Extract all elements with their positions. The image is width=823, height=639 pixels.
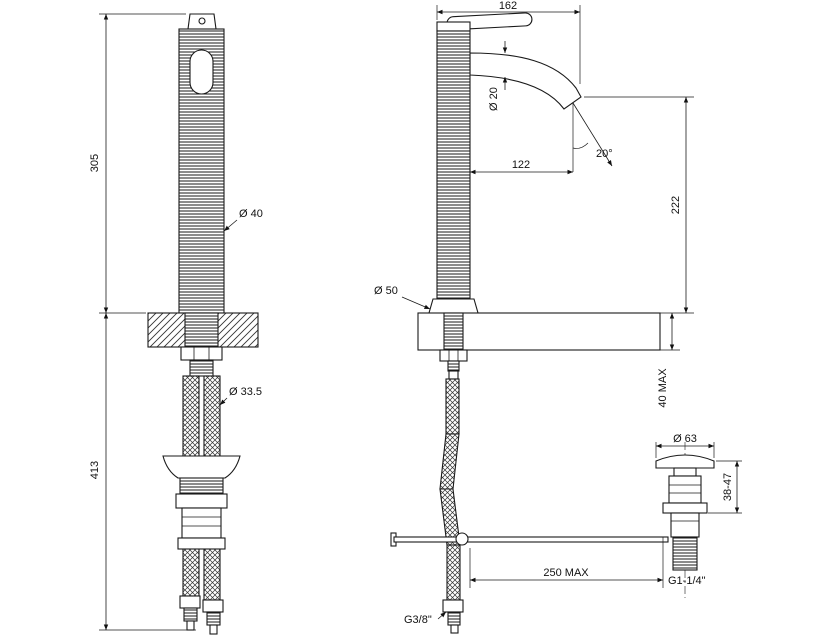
dim-label-222: 222 [670,196,682,214]
water-stream: 20° [572,102,613,172]
popup-rod [390,532,669,547]
leader-line [223,219,238,232]
mounting-nut-side [439,349,468,362]
dim-label-g1-14: G1-1/4" [668,575,706,587]
side-view: 20° [374,0,742,634]
angle-arc [572,142,589,149]
drain-collar [179,477,224,495]
dim-spout-height: 222 [584,96,694,314]
dim-body-diameter: Ø 40 [223,208,263,232]
faucet-top-cap-side [436,21,471,32]
front-view: 305 413 Ø 40 Ø 33.5 [89,13,263,635]
leader-line [401,296,431,310]
drain-flare [162,455,241,479]
dim-base-diameter: Ø 50 [374,285,431,310]
dim-hose-diameter: Ø 33.5 [219,386,262,406]
dim-spout-diameter: Ø 20 [488,41,508,111]
threaded-shank [184,312,219,348]
drain-upper-body [668,475,702,504]
fitting-thread [206,611,221,626]
dim-label-122: 122 [512,159,530,171]
hose-fittings-front [179,595,224,635]
hose-connector [448,370,459,380]
dim-label-250max: 250 MAX [543,567,589,579]
dim-label-40max: 40 MAX [657,368,669,408]
leader-line [437,611,447,620]
faucet-body-side [436,30,471,314]
label-hose-thread: G3/8" [404,611,447,626]
fitting-thread-side [447,611,461,626]
fitting-tip [209,624,218,635]
dim-drain-offset: 250 MAX [469,537,664,588]
dim-label-38-47: 38-47 [722,473,734,501]
rod [393,536,669,543]
dim-counter-thickness: 40 MAX [657,313,680,408]
drain-flange [177,537,226,550]
faucet-front [178,13,225,314]
dim-drain-height-range: 38-47 [708,460,742,514]
countertop-front [147,312,259,377]
dim-height-above-counter: 305 [89,13,186,314]
shank-stem-side [447,360,460,372]
dim-label-d40: Ø 40 [239,208,263,220]
dim-label-162: 162 [499,0,517,12]
base-escutcheon [428,298,479,314]
threaded-shank-side [443,312,464,351]
dim-label-d33-5: Ø 33.5 [229,386,262,398]
dim-height-below-counter: 413 [89,313,196,631]
fitting-nut-side [442,599,464,613]
cap-hole [198,17,206,25]
dim-top-width: 162 [436,0,581,84]
fitting-tip [186,620,195,631]
drain-lower-body [670,512,700,538]
leader-line [219,397,228,406]
dim-label-d50: Ø 50 [374,285,398,297]
hose-segment [445,378,460,435]
fitting-nut [202,599,224,613]
hose-segment [446,544,461,601]
fitting-thread [183,607,198,622]
drain-neck [673,467,697,477]
handle-cutout [189,49,214,95]
drain-body [181,507,222,539]
countertop-side [417,312,661,380]
mounting-nut [180,346,223,361]
dim-label-305: 305 [89,154,101,172]
dim-spout-reach: 122 [470,159,573,175]
dim-label-d20: Ø 20 [488,87,500,111]
supply-hose-side [439,378,464,634]
stream-angle-line [572,102,613,167]
dim-label-d63: Ø 63 [673,433,697,445]
drain-front [162,455,241,550]
faucet-side [428,12,582,314]
fitting-nut [179,595,201,609]
fitting-tip-side [450,624,459,634]
dim-label-413: 413 [89,461,101,479]
drain-cap [655,454,715,469]
label-drain-thread: G1-1/4" [668,575,706,587]
dim-label-20deg: 20° [596,148,613,160]
rod-ball-joint [455,532,469,546]
drain-flange-side [662,502,708,514]
drain-side [655,442,715,598]
drain-band [175,493,228,509]
drain-tailpiece [672,536,698,571]
dim-drain-diameter: Ø 63 [655,433,715,458]
dim-label-g3-8: G3/8" [404,614,432,626]
shank-stem [189,359,214,377]
